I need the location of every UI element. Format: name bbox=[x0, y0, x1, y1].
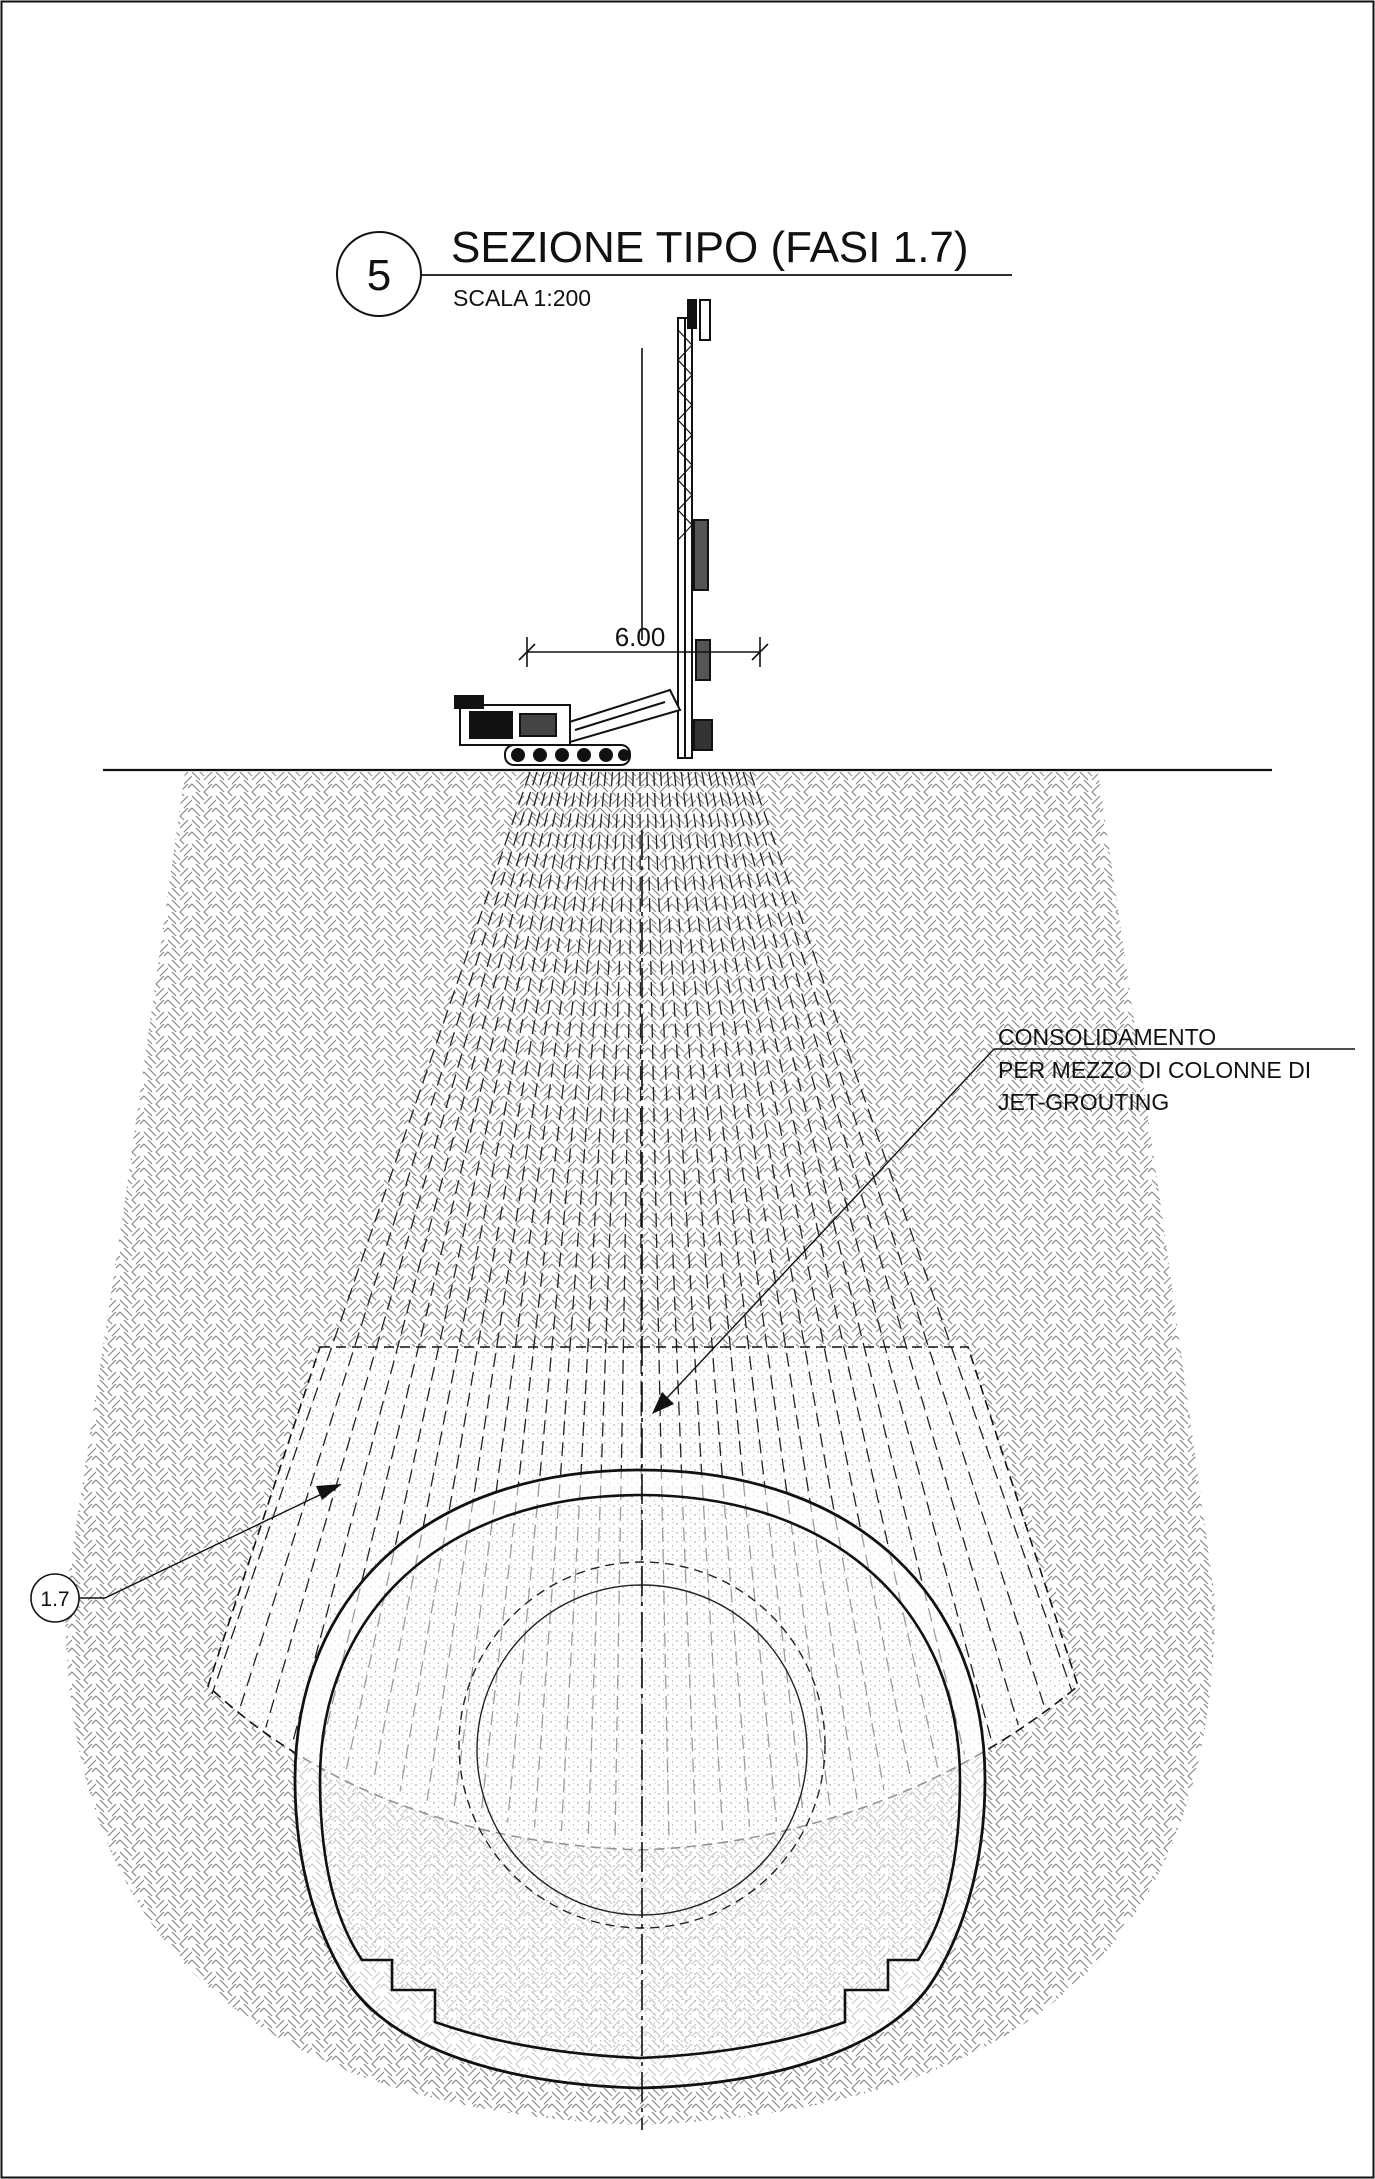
jet-grout-column bbox=[673, 771, 778, 1822]
jet-grout-column bbox=[708, 771, 912, 1780]
phase-label: 1.7 bbox=[40, 1588, 69, 1611]
section-title: SEZIONE TIPO (FASI 1.7) bbox=[451, 223, 969, 272]
jet-grout-column bbox=[666, 771, 751, 1827]
jet-grout-column bbox=[749, 771, 1073, 1692]
jet-grout-column bbox=[480, 771, 600, 1817]
jet-grout-column bbox=[742, 771, 1046, 1709]
consolidation-leader bbox=[664, 1048, 995, 1401]
jet-grout-column bbox=[238, 771, 538, 1712]
jet-grout-column bbox=[265, 771, 545, 1728]
consolidation-arrowhead bbox=[652, 1392, 674, 1414]
jet-grout-column bbox=[211, 771, 531, 1695]
phase-arrowhead bbox=[316, 1484, 342, 1500]
jet-grout-column bbox=[533, 771, 614, 1828]
section-number: 5 bbox=[367, 251, 391, 300]
jet-grout-column bbox=[680, 771, 804, 1816]
consolidation-callout-line1: CONSOLIDAMENTO bbox=[998, 1024, 1216, 1050]
consolidation-callout-line3: JET-GROUTING bbox=[998, 1089, 1169, 1115]
consolidation-callout-line2: PER MEZZO DI COLONNE DI bbox=[998, 1057, 1311, 1083]
phase-leader bbox=[79, 1489, 331, 1599]
jet-grout-column bbox=[372, 771, 572, 1782]
drilling-rig bbox=[454, 299, 713, 766]
section-number-circle bbox=[336, 231, 422, 317]
section-scale: SCALA 1:200 bbox=[453, 285, 591, 311]
tunnel-inner-lining bbox=[318, 1493, 962, 2060]
dimension-line bbox=[518, 637, 769, 667]
dimension-value: 6.00 bbox=[615, 622, 666, 652]
jet-grout-column bbox=[735, 771, 1019, 1726]
jet-grout-column bbox=[506, 771, 607, 1823]
